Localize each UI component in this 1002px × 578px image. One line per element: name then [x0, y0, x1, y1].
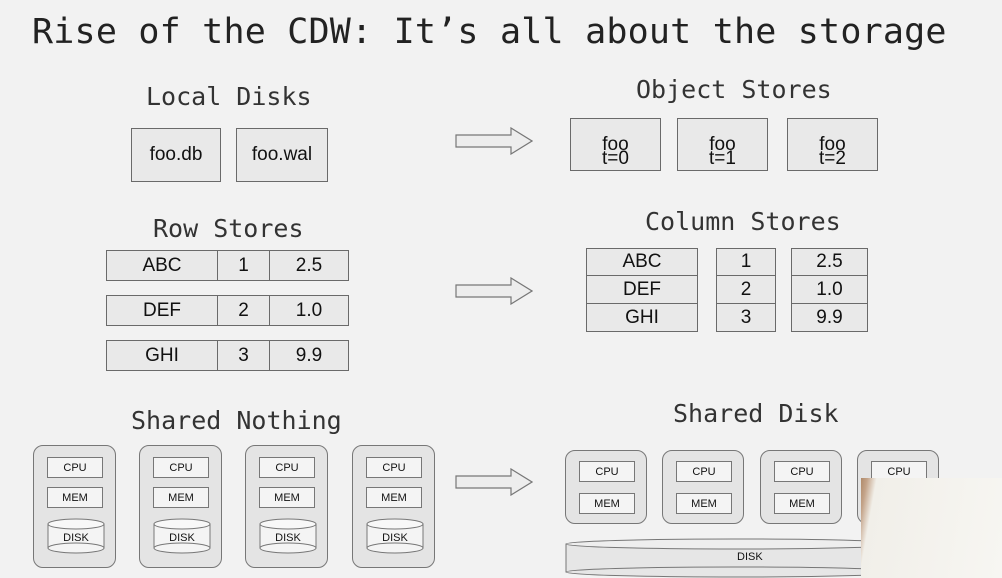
object-version: t=2 [819, 148, 846, 169]
disk-label: DISK [275, 532, 301, 544]
file-box-db: foo.db [131, 128, 221, 182]
row-cell: 3 [218, 340, 270, 371]
object-box-t2: foo t=2 [787, 118, 878, 171]
col-cell: 1.0 [791, 276, 868, 304]
mem-chip: MEM [579, 493, 635, 514]
video-overlay [861, 478, 1002, 578]
mem-chip: MEM [153, 487, 209, 508]
row-cell: 2 [218, 295, 270, 326]
row-cell: 2.5 [270, 250, 349, 281]
col-cell: ABC [586, 248, 698, 276]
local-disks-heading: Local Disks [146, 82, 312, 111]
shared-nothing-node: CPU MEM DISK [33, 445, 116, 568]
object-version: t=0 [602, 148, 629, 169]
shared-nothing-node: CPU MEM DISK [139, 445, 222, 568]
object-stores-heading: Object Stores [636, 75, 832, 104]
column-store-col: ABC DEF GHI [586, 248, 698, 332]
mem-chip: MEM [676, 493, 732, 514]
col-cell: 2 [716, 276, 776, 304]
cpu-chip: CPU [366, 457, 422, 478]
row-stores-heading: Row Stores [153, 214, 304, 243]
row-cell: 1 [218, 250, 270, 281]
row-store-row: GHI 3 9.9 [106, 340, 349, 371]
col-cell: 9.9 [791, 304, 868, 332]
mem-chip: MEM [774, 493, 830, 514]
shared-nothing-node: CPU MEM DISK [245, 445, 328, 568]
disk-cylinder-icon [259, 518, 317, 554]
row-store-row: DEF 2 1.0 [106, 295, 349, 326]
col-cell: 1 [716, 248, 776, 276]
row-cell: 9.9 [270, 340, 349, 371]
row-cell: ABC [106, 250, 218, 281]
object-box-t0: foo t=0 [570, 118, 661, 171]
cpu-chip: CPU [153, 457, 209, 478]
col-cell: GHI [586, 304, 698, 332]
disk-label: DISK [382, 532, 408, 544]
column-store-col: 1 2 3 [716, 248, 776, 332]
object-name: foo [709, 133, 736, 155]
shared-disk-node: CPU MEM [662, 450, 744, 524]
row-store-row: ABC 1 2.5 [106, 250, 349, 281]
object-box-t1: foo t=1 [677, 118, 768, 171]
cpu-chip: CPU [579, 461, 635, 482]
col-cell: 2.5 [791, 248, 868, 276]
right-arrow-icon [455, 277, 533, 305]
shared-disk-node: CPU MEM [760, 450, 842, 524]
cpu-chip: CPU [47, 457, 103, 478]
cpu-chip: CPU [774, 461, 830, 482]
disk-cylinder-icon [366, 518, 424, 554]
shared-nothing-node: CPU MEM DISK [352, 445, 435, 568]
column-stores-heading: Column Stores [645, 207, 841, 236]
column-store-col: 2.5 1.0 9.9 [791, 248, 868, 332]
col-cell: DEF [586, 276, 698, 304]
shared-disk-label: DISK [737, 551, 763, 563]
mem-chip: MEM [47, 487, 103, 508]
slide-title: Rise of the CDW: It’s all about the stor… [32, 12, 947, 52]
right-arrow-icon [455, 127, 533, 155]
row-cell: 1.0 [270, 295, 349, 326]
shared-nothing-heading: Shared Nothing [131, 406, 342, 435]
shared-disk-node: CPU MEM [565, 450, 647, 524]
object-name: foo [819, 133, 846, 155]
cpu-chip: CPU [259, 457, 315, 478]
object-name: foo [602, 133, 629, 155]
disk-label: DISK [169, 532, 195, 544]
mem-chip: MEM [259, 487, 315, 508]
cpu-chip: CPU [676, 461, 732, 482]
cpu-chip: CPU [871, 461, 927, 482]
disk-label: DISK [63, 532, 89, 544]
row-cell: GHI [106, 340, 218, 371]
shared-disk-cylinder-icon [565, 538, 905, 578]
object-version: t=1 [709, 148, 736, 169]
col-cell: 3 [716, 304, 776, 332]
disk-cylinder-icon [47, 518, 105, 554]
mem-chip: MEM [366, 487, 422, 508]
file-box-wal: foo.wal [236, 128, 328, 182]
right-arrow-icon [455, 468, 533, 496]
disk-cylinder-icon [153, 518, 211, 554]
shared-disk-heading: Shared Disk [673, 399, 839, 428]
row-cell: DEF [106, 295, 218, 326]
